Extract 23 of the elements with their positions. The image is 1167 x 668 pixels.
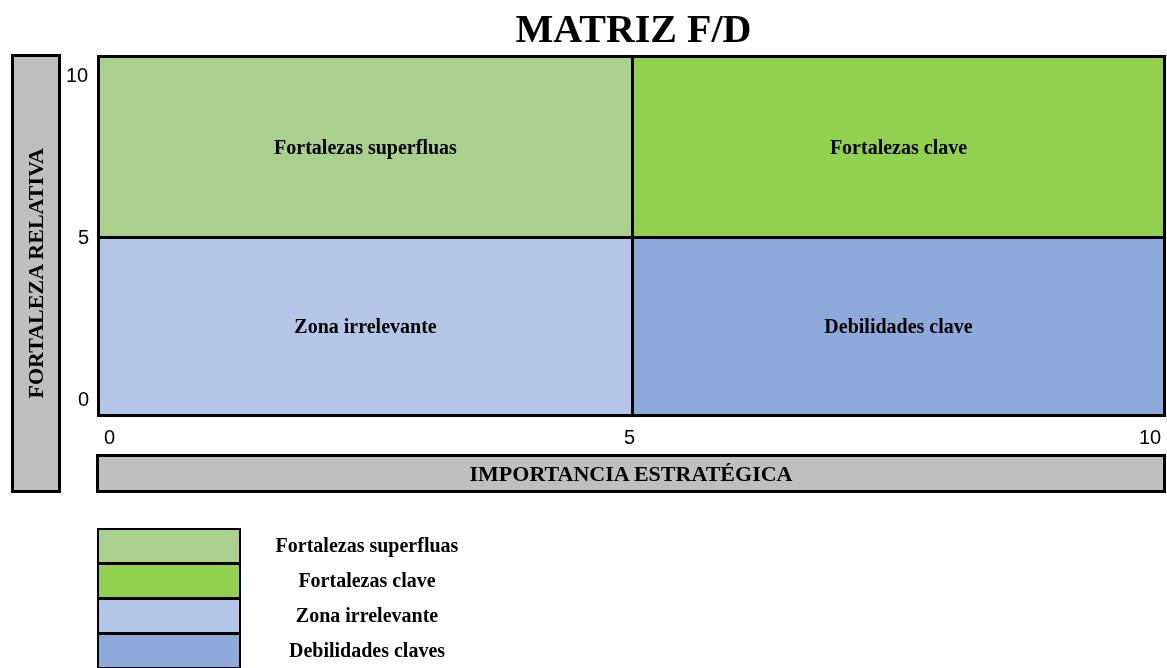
quadrant: [97, 55, 634, 239]
quadrant-label: Fortalezas superfluas: [274, 135, 457, 159]
quadrant: [631, 55, 1166, 239]
quadrant: [631, 236, 1166, 417]
tick-label: 0: [78, 388, 90, 411]
chart-title: MATRIZ F/D: [514, 6, 753, 52]
tick-label: 5: [78, 226, 90, 249]
axis-title-band: [11, 54, 61, 493]
quadrant: [97, 236, 634, 417]
legend-label: Fortalezas clave: [297, 569, 437, 592]
quadrant-label: Zona irrelevante: [294, 315, 437, 338]
tick-label: 10: [66, 64, 89, 87]
axis-title: FORTALEZA RELATIVA: [23, 148, 49, 399]
legend-label: Fortalezas superfluas: [274, 534, 460, 557]
quadrant-label: IMPORTANCIA ESTRATÉGICA: [469, 460, 793, 487]
axis-title-band: [96, 454, 1166, 493]
tick-label: 0: [104, 426, 116, 449]
quadrant-label: Debilidades clave: [824, 315, 973, 338]
legend-label: Zona irrelevante: [294, 604, 440, 627]
quadrant-label: Fortalezas clave: [829, 135, 968, 159]
legend-label: Debilidades claves: [287, 639, 447, 662]
tick-label: 10: [1139, 426, 1162, 449]
tick-label: 5: [624, 426, 636, 449]
